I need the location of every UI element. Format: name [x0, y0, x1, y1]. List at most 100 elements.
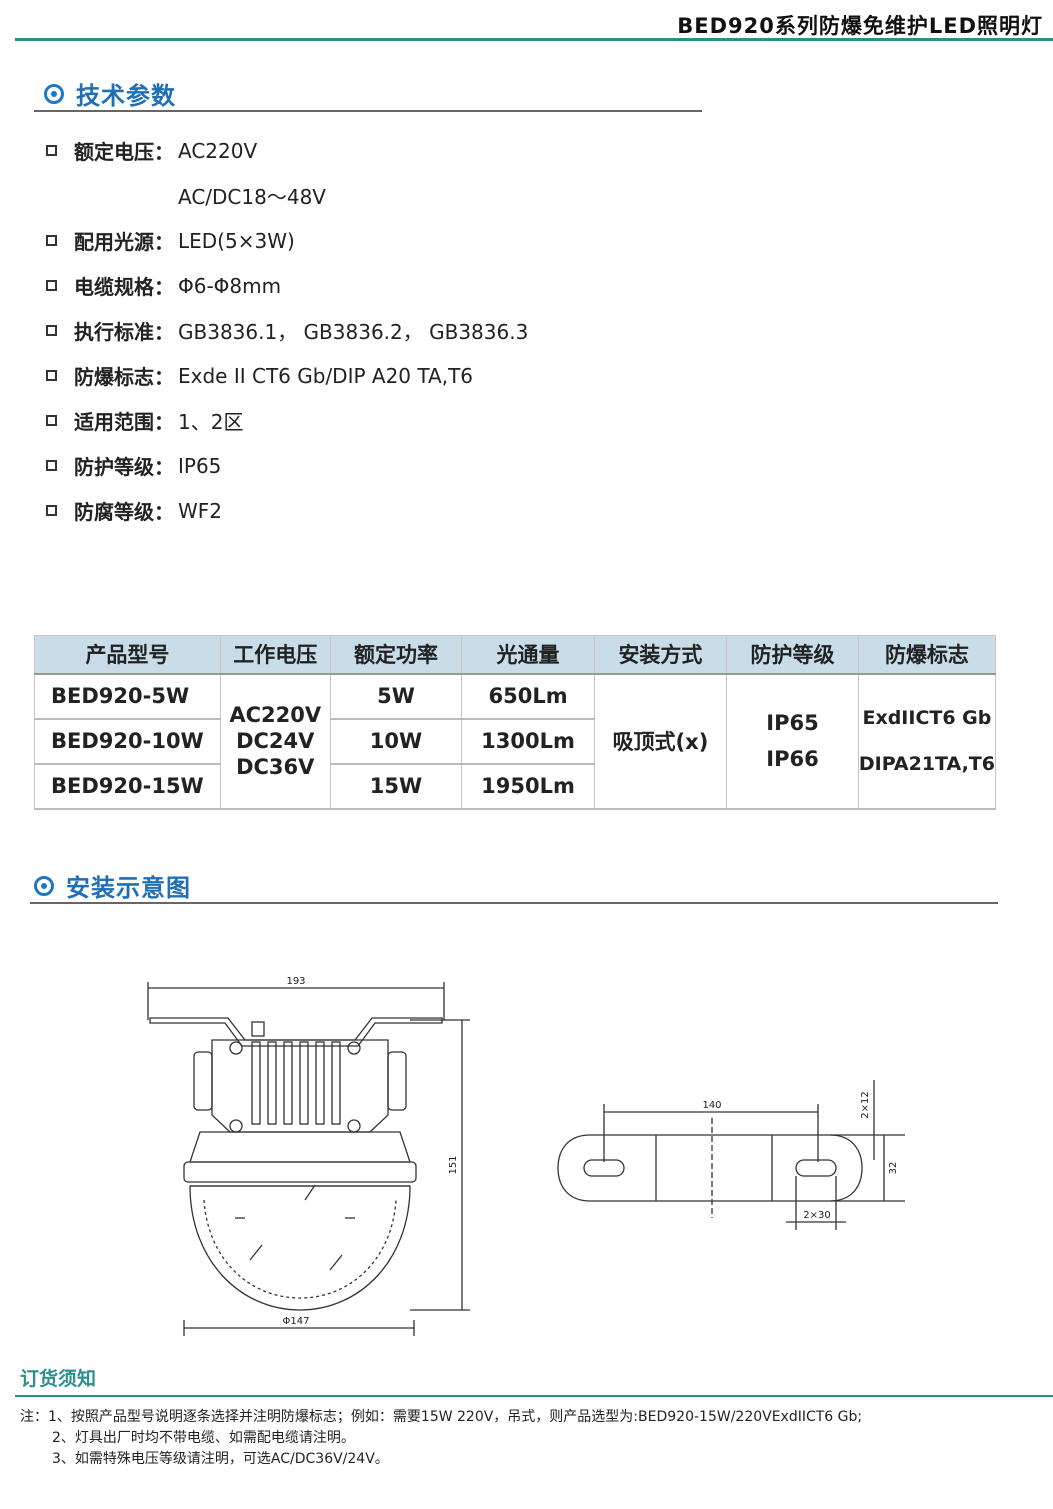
dome-shape [189, 1185, 411, 1311]
square-bullet-icon [46, 415, 57, 426]
spec-label: 防爆标志： [74, 365, 174, 389]
spec-label: 防护等级： [74, 455, 174, 479]
spec-value: 1、2区 [178, 410, 244, 434]
square-bullet-icon [46, 325, 57, 336]
page-title: BED920系列防爆免维护LED照明灯 [677, 14, 1043, 38]
voltage-line: AC220V [229, 703, 322, 727]
power-cell: 15W [329, 763, 463, 810]
explosion-mark-cell: ExdIICT6 Gb DIPA21TA,T6 [857, 673, 997, 810]
cable-entry-right [387, 1051, 407, 1111]
spec-label: 适用范围： [74, 410, 174, 434]
spec-label: 执行标准： [74, 320, 174, 344]
model-cell: BED920-15W [34, 763, 221, 810]
spec-row: AC/DC18～48V [46, 173, 528, 218]
slot-right [795, 1159, 837, 1177]
install-section-rule [30, 902, 998, 904]
square-bullet-icon [46, 235, 57, 246]
header-rule [15, 38, 1053, 41]
mount-cell: 吸顶式(x) [593, 673, 728, 810]
dim-label: 32 [888, 1162, 899, 1175]
table-row: BED920-10W 10W 1300Lm [34, 718, 996, 765]
spec-label: 配用光源： [74, 230, 174, 254]
spec-label: 额定电压： [74, 140, 174, 164]
spec-value: Φ6-Φ8mm [178, 273, 282, 298]
square-bullet-icon [46, 145, 57, 156]
dim-label: 193 [286, 976, 305, 987]
spec-row: 执行标准： GB3836.1， GB3836.2， GB3836.3 [46, 308, 528, 353]
table-header-cell: 防爆标志 [857, 635, 997, 675]
note-line: 2、灯具出厂时均不带电缆、如需配电缆请注明。 [52, 1430, 355, 1446]
cable-entry-left [193, 1051, 213, 1111]
spec-value: Exde II CT6 Gb/DIP A20 TA,T6 [178, 363, 474, 388]
dim-label: Φ147 [283, 1316, 310, 1327]
installation-drawing: 193 Φ147 151 140 2×30 32 2×12 [147, 976, 905, 1336]
dim-label: 2×12 [860, 1091, 871, 1118]
table-row: BED920-5W AC220V DC24V DC36V 5W 650Lm 吸顶… [34, 673, 997, 810]
square-bullet-icon [46, 370, 57, 381]
note-line: 注：1、按照产品型号说明逐条选择并注明防爆标志；例如：需要15W 220V，吊式… [20, 1409, 863, 1425]
spec-value: WF2 [178, 498, 223, 523]
ring-shape [183, 1161, 417, 1183]
explosion-mark-line: DIPA21TA,T6 [858, 753, 995, 775]
spec-row: 防爆标志： Exde II CT6 Gb/DIP A20 TA,T6 [46, 353, 528, 398]
spec-value: AC/DC18～48V [178, 185, 326, 209]
tech-section-rule [34, 110, 702, 112]
square-bullet-icon [46, 460, 57, 471]
spec-list: 额定电压： AC220V AC/DC18～48V 配用光源： LED(5×3W)… [46, 128, 528, 533]
protection-cell: IP65 IP66 [726, 673, 859, 810]
protection-line: IP66 [766, 747, 819, 771]
order-rule [15, 1395, 1053, 1397]
spec-label: 电缆规格： [74, 275, 174, 299]
model-cell: BED920-10W [34, 718, 221, 765]
bracket-shape [149, 1017, 443, 1047]
product-table: 产品型号 工作电压 额定功率 光通量 安装方式 防护等级 防爆标志 BED920… [34, 635, 997, 810]
flux-cell: 1300Lm [461, 718, 595, 765]
spec-label: 防腐等级： [74, 500, 174, 524]
spec-row: 防腐等级： WF2 [46, 488, 528, 533]
table-header-cell: 产品型号 [34, 635, 221, 675]
circle-bullet-icon [34, 875, 54, 896]
order-title: 订货须知 [20, 1368, 97, 1390]
spec-row: 配用光源： LED(5×3W) [46, 218, 528, 263]
order-notes: 注：1、按照产品型号说明逐条选择并注明防爆标志；例如：需要15W 220V，吊式… [20, 1407, 862, 1470]
table-header-cell: 光通量 [461, 635, 595, 675]
voltage-line: DC24V [236, 729, 315, 753]
spec-row: 电缆规格： Φ6-Φ8mm [46, 263, 528, 308]
spec-row: 防护等级： IP65 [46, 443, 528, 488]
protection-line: IP65 [766, 711, 819, 735]
voltage-cell: AC220V DC24V DC36V [219, 673, 331, 810]
table-header-cell: 防护等级 [726, 635, 859, 675]
flux-cell: 650Lm [461, 673, 595, 720]
spec-row: 额定电压： AC220V [46, 128, 528, 173]
circle-bullet-icon [44, 83, 64, 104]
slot-left [583, 1159, 625, 1177]
install-section-title: 安装示意图 [66, 874, 191, 902]
square-bullet-icon [46, 280, 57, 291]
dim-label: 2×30 [803, 1210, 830, 1221]
spec-value: GB3836.1， GB3836.2， GB3836.3 [178, 320, 529, 344]
model-cell: BED920-5W [34, 673, 221, 720]
flange-shape [189, 1131, 411, 1163]
table-header-cell: 工作电压 [219, 635, 331, 675]
voltage-line: DC36V [236, 755, 315, 779]
spec-value: AC220V [178, 138, 258, 163]
install-section-header: 安装示意图 [34, 868, 191, 903]
square-bullet-icon [46, 505, 57, 516]
table-header-row: 产品型号 工作电压 额定功率 光通量 安装方式 防护等级 防爆标志 [34, 635, 997, 675]
explosion-mark-line: ExdIICT6 Gb [862, 707, 992, 729]
spec-value: LED(5×3W) [178, 228, 295, 253]
dim-label: 151 [448, 1155, 459, 1174]
dim-label: 140 [702, 1100, 721, 1111]
note-line: 3、如需特殊电压等级请注明，可选AC/DC36V/24V。 [52, 1451, 389, 1467]
tech-section-title: 技术参数 [76, 82, 176, 110]
table-row: BED920-15W 15W 1950Lm [34, 763, 996, 810]
table-header-cell: 安装方式 [593, 635, 728, 675]
spec-value: IP65 [178, 453, 222, 478]
nut-shape [251, 1021, 265, 1037]
flux-cell: 1950Lm [461, 763, 595, 810]
power-cell: 10W [329, 718, 463, 765]
power-cell: 5W [329, 673, 463, 720]
spec-row: 适用范围： 1、2区 [46, 398, 528, 443]
table-header-cell: 额定功率 [329, 635, 463, 675]
tech-section-header: 技术参数 [44, 76, 176, 111]
